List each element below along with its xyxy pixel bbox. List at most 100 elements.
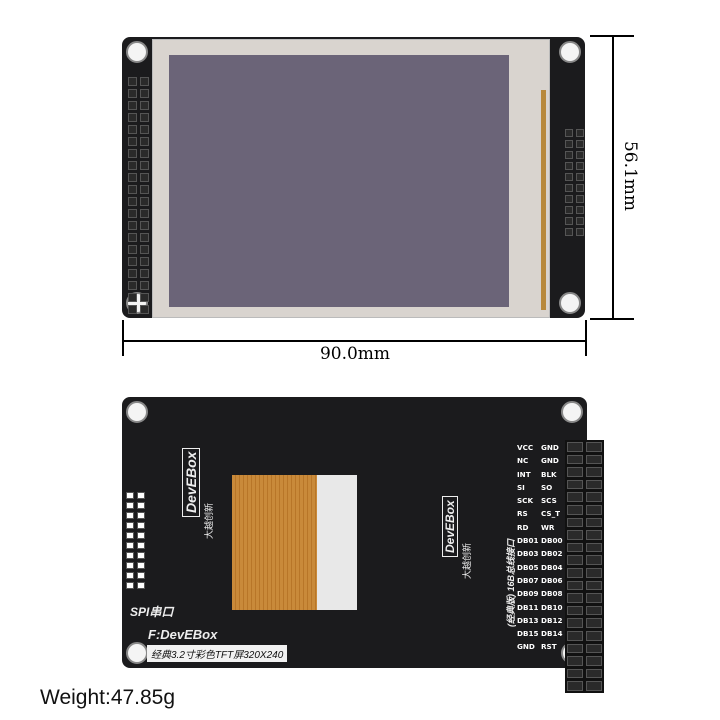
flex-cable <box>232 475 330 610</box>
pin <box>140 257 149 266</box>
pin-label: DB05 <box>517 562 539 572</box>
pin <box>128 101 137 110</box>
width-dimension-tick <box>122 320 124 356</box>
spi-pin-header <box>126 492 145 589</box>
pin <box>586 467 602 477</box>
pin <box>140 185 149 194</box>
right-pin-header <box>565 129 584 236</box>
pin <box>576 228 584 236</box>
pin <box>565 173 573 181</box>
pin-label: RS <box>517 509 528 519</box>
pin-label: SCK <box>517 496 534 506</box>
pin-label: VCC <box>517 443 534 452</box>
pin <box>140 293 149 302</box>
pin-label: GND <box>541 456 559 466</box>
pin-label: INT <box>517 469 531 479</box>
pin <box>586 643 602 654</box>
pin <box>128 149 137 158</box>
pin <box>565 217 573 225</box>
pin-label: DB06 <box>541 575 563 585</box>
pin <box>586 504 602 515</box>
pin-label: DB00 <box>541 536 563 546</box>
pin <box>140 281 149 290</box>
pin-label: BLK <box>541 469 557 479</box>
pin <box>586 555 602 565</box>
pin <box>586 492 602 502</box>
pin <box>565 184 573 192</box>
pin <box>128 137 137 146</box>
mounting-hole <box>126 401 148 423</box>
pin <box>137 512 145 519</box>
pin <box>576 151 584 159</box>
pin <box>567 567 583 578</box>
pin-label: WR <box>541 522 555 532</box>
pin <box>140 305 149 314</box>
pin <box>586 530 602 540</box>
pin-label: DB04 <box>541 562 563 572</box>
pin <box>567 454 583 465</box>
brand-logo: DevEBox <box>182 447 200 517</box>
pin <box>576 184 584 192</box>
pin <box>565 140 573 148</box>
pin <box>128 125 137 134</box>
pin <box>140 125 149 134</box>
pin <box>576 195 584 203</box>
pin <box>567 656 583 666</box>
pin-label: DB07 <box>517 575 539 585</box>
height-label: 56.1mm <box>620 140 640 212</box>
pin <box>137 492 145 499</box>
mounting-hole <box>126 41 148 63</box>
width-dimension-tick <box>585 320 587 356</box>
pin <box>586 517 602 528</box>
pin <box>128 113 137 122</box>
pin <box>128 89 137 98</box>
pin <box>126 572 134 579</box>
pin <box>137 532 145 539</box>
pin <box>140 173 149 182</box>
pin <box>586 567 602 578</box>
pin <box>586 542 602 553</box>
pin <box>567 492 583 502</box>
bus-label: (经典版) 16B总线接口 <box>506 538 516 627</box>
pin <box>128 269 137 278</box>
pin <box>586 656 602 666</box>
pin <box>586 605 602 616</box>
pin <box>576 129 584 137</box>
pin <box>126 512 134 519</box>
pin <box>567 479 583 490</box>
mounting-hole <box>126 642 148 664</box>
bus-pin-header <box>565 440 604 693</box>
pin-label: SO <box>541 482 553 492</box>
mounting-hole <box>559 41 581 63</box>
pin <box>567 530 583 540</box>
pin <box>586 454 602 465</box>
pin-label: DB08 <box>541 589 563 599</box>
pin <box>576 206 584 214</box>
pin-label: GND <box>517 642 535 652</box>
pin-label: DB10 <box>541 602 563 612</box>
pin <box>140 221 149 230</box>
pin <box>567 467 583 477</box>
pin <box>128 245 137 254</box>
model-label: F:DevEBox <box>148 627 218 642</box>
pin-label: NC <box>517 456 529 466</box>
pin <box>140 269 149 278</box>
pin <box>137 572 145 579</box>
pin <box>140 89 149 98</box>
pin-label: RD <box>517 522 529 532</box>
pin <box>128 209 137 218</box>
pin <box>586 681 602 691</box>
pin-label: SCS <box>541 496 557 506</box>
pin <box>140 77 149 86</box>
pin <box>128 293 137 302</box>
pin <box>565 151 573 159</box>
pin-label: DB15 <box>517 629 539 639</box>
pin <box>567 580 583 591</box>
pin <box>128 233 137 242</box>
pin <box>576 217 584 225</box>
pin <box>140 101 149 110</box>
pin <box>567 442 583 452</box>
pin <box>140 137 149 146</box>
pin-label: CS_T <box>541 509 561 519</box>
pin-label: SI <box>517 482 525 492</box>
